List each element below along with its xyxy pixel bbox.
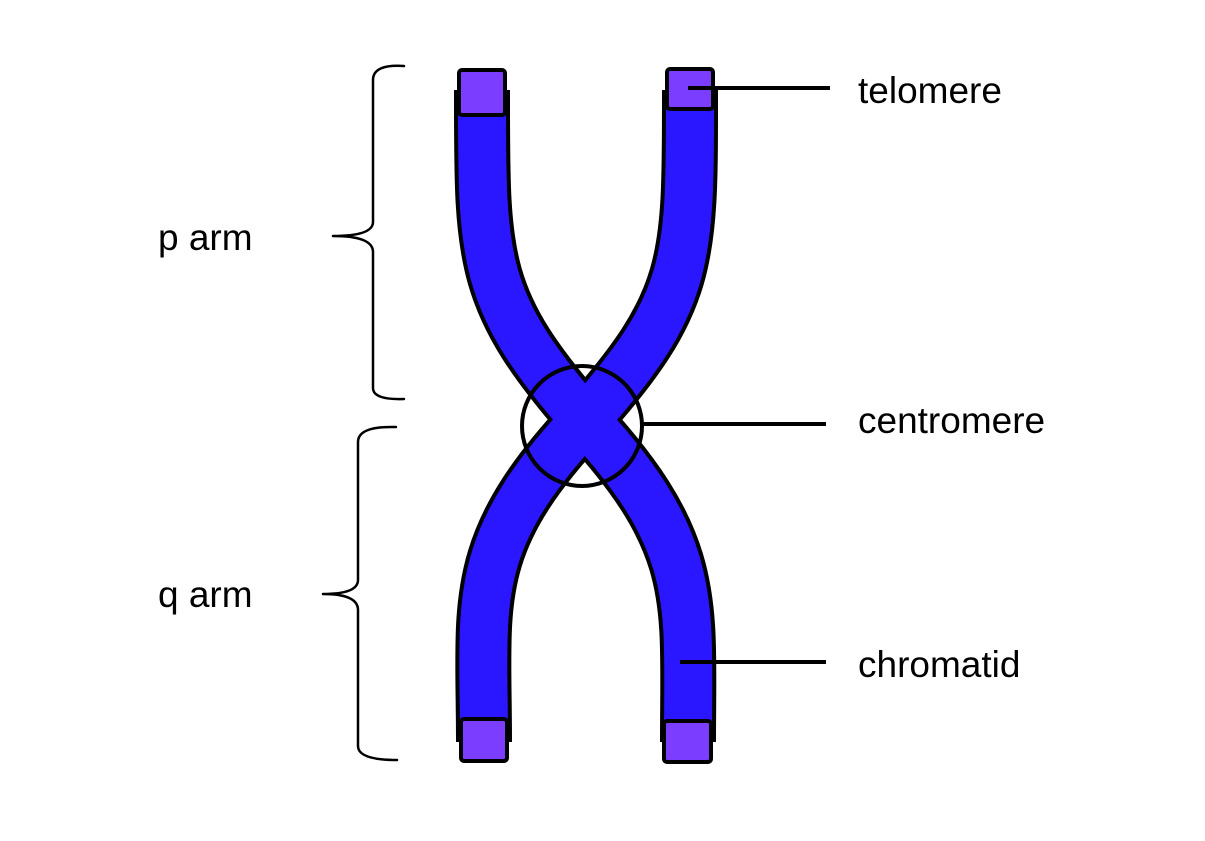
telomere-cap-bottom-right — [662, 719, 713, 764]
telomere-cap-top-left — [457, 68, 507, 117]
p-arm-label: p arm — [158, 217, 253, 258]
centromere-label: centromere — [858, 400, 1045, 441]
chromosome — [453, 67, 719, 764]
p-arm-brace — [331, 64, 406, 401]
q-arm-brace — [321, 425, 399, 762]
telomere-cap-bottom-left — [459, 717, 509, 763]
telomere-label: telomere — [858, 70, 1002, 111]
chromatid-right — [459, 89, 715, 743]
chromatid-label: chromatid — [858, 644, 1020, 685]
q-arm-label: q arm — [158, 574, 253, 615]
